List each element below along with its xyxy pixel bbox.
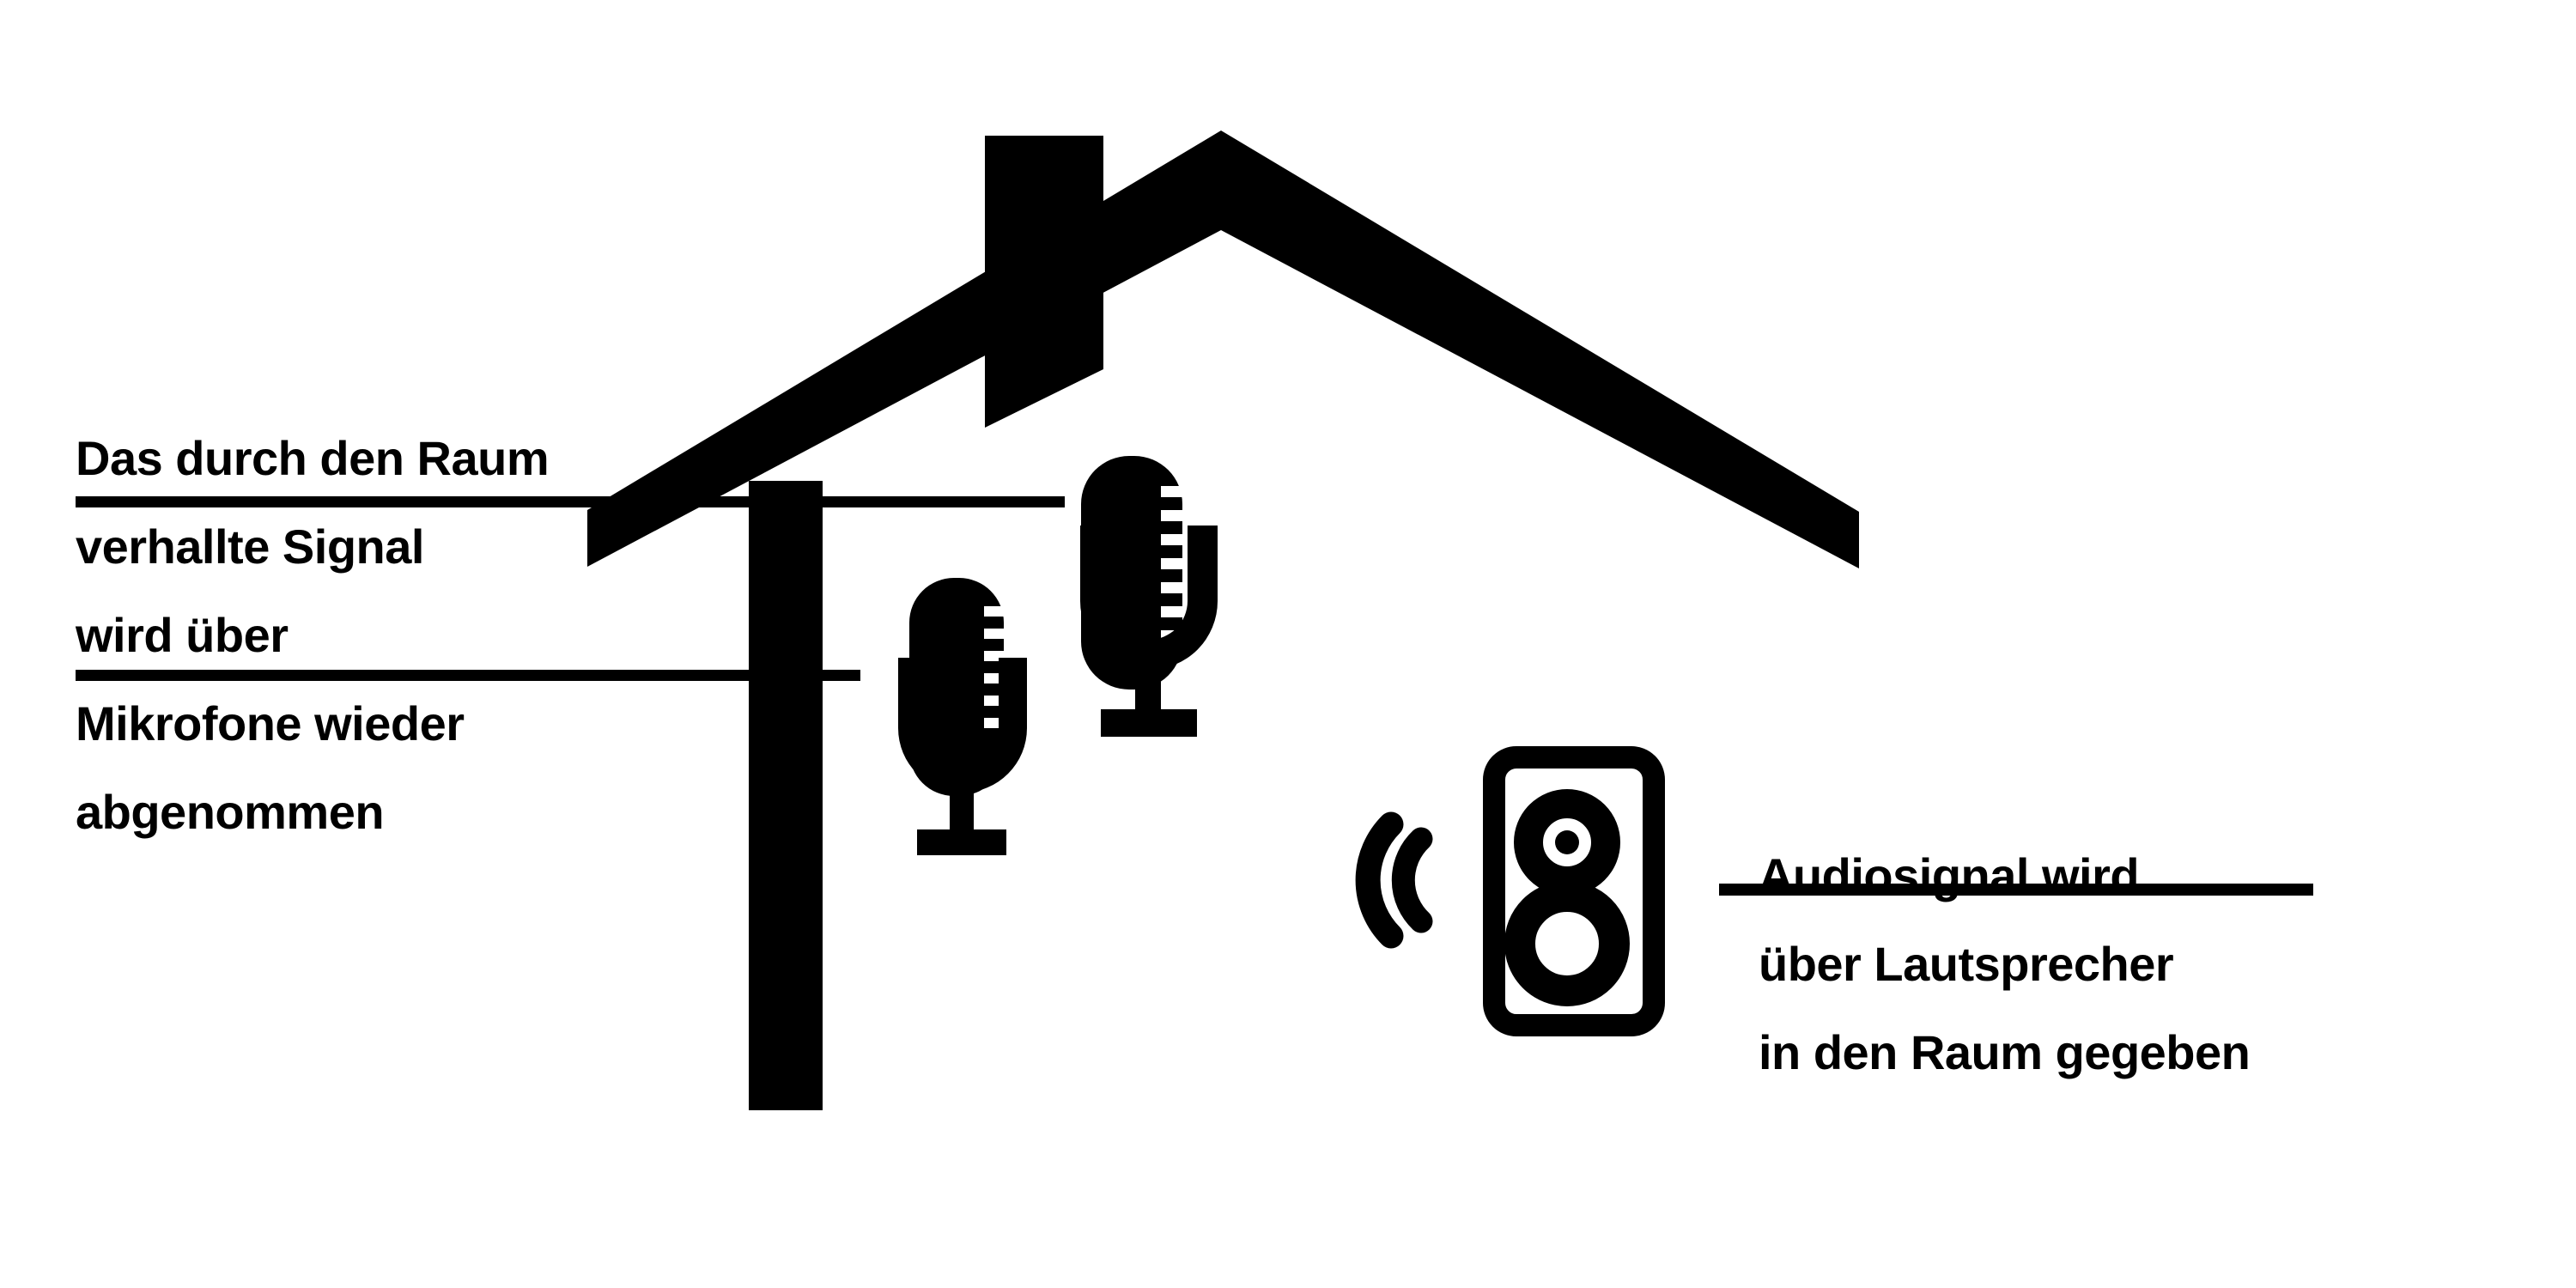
house-wall-icon (749, 481, 823, 1110)
loudspeaker-icon (1483, 746, 1665, 1036)
caption-line: verhallte Signal (76, 519, 424, 574)
leader-line-upper (76, 496, 1065, 507)
caption-line: Audiosignal wird (1759, 848, 2140, 902)
caption-line: wird über (76, 608, 289, 662)
caption-line: über Lautsprecher (1759, 937, 2174, 991)
leader-line-lower (76, 670, 860, 681)
caption-line: abgenommen (76, 785, 385, 839)
roof-icon (587, 131, 1859, 568)
microphone-pickup-annotation: Das durch den Raum verhallte Signal wird… (76, 414, 550, 856)
microphone-icon (1080, 456, 1218, 737)
caption-line: Mikrofone wieder (76, 696, 465, 750)
microphone-icon (898, 578, 1027, 855)
caption-line: in den Raum gegeben (1759, 1025, 2251, 1079)
caption-line: Das durch den Raum (76, 431, 550, 485)
loudspeaker-playback-annotation: Audiosignal wird über Lautsprecher in de… (1759, 831, 2251, 1097)
leader-line-right (1719, 884, 2313, 896)
sound-wave-icon (1355, 811, 1433, 949)
